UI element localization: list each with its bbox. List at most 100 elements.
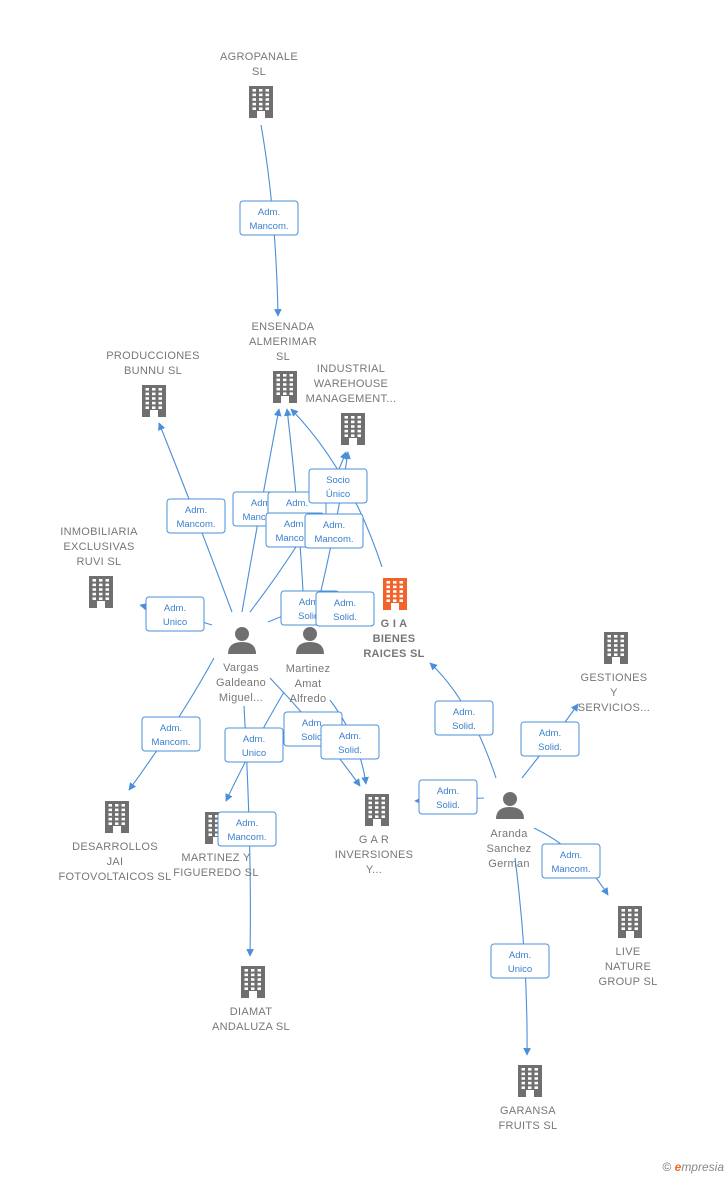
building-icon [142, 385, 166, 417]
relation-label-line: Mancom. [275, 533, 314, 544]
node-label-line: DESARROLLOS [72, 841, 158, 853]
relation-label-r16[interactable]: Adm. Solid. [434, 700, 494, 736]
relation-label-line: Adm. [251, 498, 273, 509]
relation-label-box [304, 513, 364, 549]
relation-label-r17[interactable]: Adm.Solid. [520, 721, 580, 757]
node-label-line: INDUSTRIAL [317, 363, 385, 375]
relation-label-text: Adm.Solid. [538, 728, 562, 753]
relation-label-line: Adm. [258, 207, 280, 218]
node-diamat[interactable]: DIAMAT ANDALUZA SL [212, 966, 290, 1033]
node-label-line: MANAGEMENT... [306, 393, 397, 405]
edges-layer [128, 124, 609, 1056]
relation-label-r18[interactable]: Adm.Solid. [418, 779, 478, 815]
node-label-line: Sanchez [487, 843, 532, 855]
node-label-line: GROUP SL [598, 976, 657, 988]
node-label-line: Y [610, 687, 618, 699]
person-icon [496, 792, 524, 819]
relation-label-box [166, 498, 226, 534]
node-label-line: MARTINEZ Y [181, 852, 251, 864]
relation-label-r11[interactable]: Adm.Mancom. [141, 716, 201, 752]
relation-label-line: Adm. [243, 734, 265, 745]
relation-label-r19[interactable]: Adm.Mancom. [541, 843, 601, 879]
node-label-line: G I A [381, 618, 408, 630]
relation-label-line: Adm. [453, 707, 475, 718]
relation-label-r20[interactable]: Adm.Unico [490, 943, 550, 979]
relation-label-text: Adm. Solid. [452, 707, 476, 732]
relation-label-line: Solid. [436, 800, 460, 811]
relation-label-text: Adm.Solid. [436, 786, 460, 811]
building-icon [249, 86, 273, 118]
node-label-line: WAREHOUSE [314, 378, 388, 390]
relation-label-r12[interactable]: Adm. Unico [224, 727, 284, 763]
node-label-industrial: INDUSTRIAL WAREHOUSE MANAGEMENT... [306, 363, 397, 405]
relation-label-r7[interactable]: Adm.Mancom. [304, 513, 364, 549]
node-label-line: LIVE [615, 946, 640, 958]
relation-label-r15[interactable]: Adm. Mancom. [217, 811, 277, 847]
relation-label-line: Mancom. [314, 534, 353, 545]
node-label-line: SL [276, 351, 290, 363]
relation-label-line: Solid. [452, 721, 476, 732]
relation-label-box [418, 779, 478, 815]
relation-label-line: Adm. [334, 598, 356, 609]
relation-label-box [217, 811, 277, 847]
node-gestiones[interactable]: GESTIONES Y SERVICIOS... [578, 632, 650, 714]
node-label-line: SERVICIOS... [578, 702, 650, 714]
relation-label-r10[interactable]: Adm. Solid. [315, 591, 375, 627]
node-label-line: INMOBILIARIA [60, 526, 138, 538]
relation-label-line: Solid. [538, 742, 562, 753]
building-icon [618, 906, 642, 938]
relation-label-text: Adm. Mancom. [227, 818, 266, 843]
relation-label-line: Adm. [284, 519, 306, 530]
relation-label-r1[interactable]: Adm.Mancom. [239, 200, 299, 236]
relation-label-line: Solid. [333, 612, 357, 623]
relation-label-line: Mancom. [227, 832, 266, 843]
node-label-line: Martinez [286, 663, 331, 675]
relation-label-line: Unico [242, 748, 266, 759]
relation-label-text: Adm.Solid. [338, 731, 362, 756]
relation-label-text: Adm.Mancom. [551, 850, 590, 875]
relation-label-text: Adm. Solid. [333, 598, 357, 623]
relation-label-line: Solid. [298, 611, 322, 622]
relation-label-line: Adm. [339, 731, 361, 742]
relation-label-text: Adm.Solid. [301, 718, 325, 743]
node-label-line: ANDALUZA SL [212, 1021, 290, 1033]
person-icon [296, 627, 324, 654]
relation-label-line: Adm. [236, 818, 258, 829]
node-label-line: DIAMAT [230, 1006, 273, 1018]
relation-label-r14[interactable]: Adm.Solid. [320, 724, 380, 760]
node-label-line: GESTIONES [581, 672, 648, 684]
relation-label-box [541, 843, 601, 879]
empresia-logo-text: mpresia [681, 1160, 724, 1174]
relation-label-r8[interactable]: Adm.Unico [145, 596, 205, 632]
node-label-line: German [488, 858, 530, 870]
node-industrial[interactable]: INDUSTRIAL WAREHOUSE MANAGEMENT... [306, 363, 397, 445]
relation-label-line: Mancom. [176, 519, 215, 530]
relation-label-r2[interactable]: Adm. Mancom. [166, 498, 226, 534]
building-icon [365, 794, 389, 826]
relation-label-line: Adm. [164, 603, 186, 614]
building-icon [105, 801, 129, 833]
relation-label-line: Adm. [185, 505, 207, 516]
relation-label-box [239, 200, 299, 236]
